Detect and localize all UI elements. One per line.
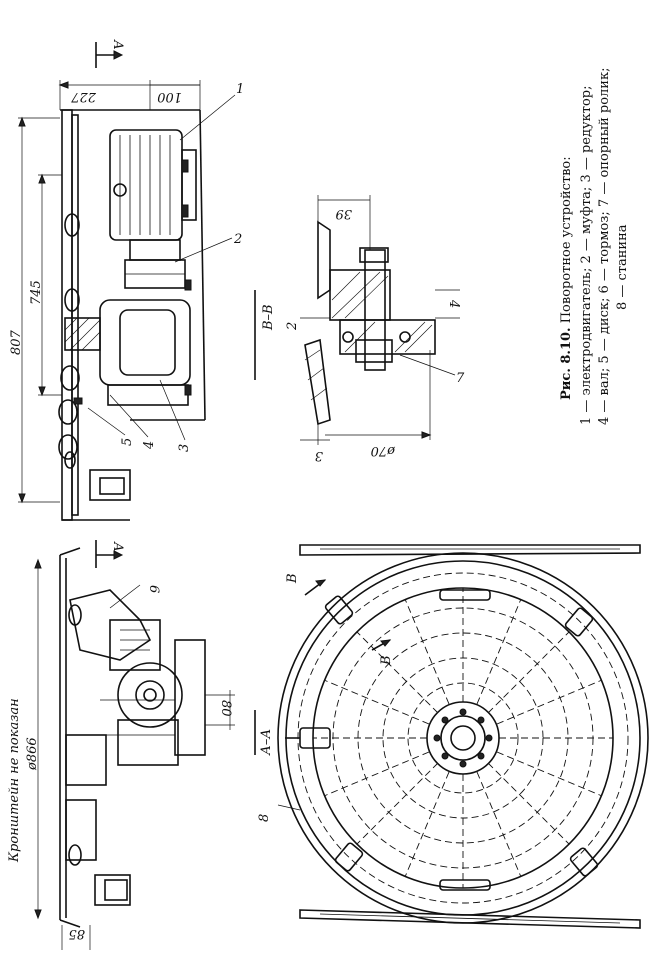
label-4: 4 (142, 441, 157, 450)
coupling (124, 239, 186, 289)
dimension-745: 745 (29, 173, 62, 397)
dimension-39: 39 (335, 206, 352, 221)
section-b-b-title: В–В (261, 304, 276, 331)
radial-ribs (313, 588, 613, 888)
drive-assembly-view: 1 2 3 4 5 А 227 100 807 (9, 39, 244, 521)
label-8: 8 (257, 814, 272, 822)
electric-motor (109, 129, 197, 241)
section-b-arrow-2: В (379, 655, 394, 666)
label-3: 3 (177, 444, 192, 452)
label-7: 7 (456, 371, 465, 386)
svg-text:227: 227 (70, 89, 97, 104)
dimension-80: 80 (218, 700, 233, 717)
note-bracket: Кронштейн не показан (7, 698, 22, 863)
caption-line-4: 8 — станина (615, 224, 630, 310)
brake (65, 589, 206, 786)
svg-text:745: 745 (29, 280, 44, 305)
section-b-b-view: В–В 39 2 4 (254, 195, 465, 463)
label-2: 2 (233, 232, 242, 247)
label-1: 1 (236, 82, 244, 97)
caption-line-3: 4 — вал; 5 — диск; 6 — тормоз; 7 — опорн… (597, 68, 612, 425)
caption-line-2: 1 — электродвигатель; 2 — муфта; 3 — ред… (579, 86, 594, 426)
gearbox (99, 299, 191, 406)
section-a-top: А (110, 39, 125, 50)
hub (433, 708, 493, 768)
label-6: 6 (146, 585, 161, 593)
shaft (64, 317, 101, 351)
dimension-070: ø70 (371, 443, 396, 458)
disc (58, 213, 80, 469)
dimension-4: 4 (446, 299, 461, 308)
dimension-2: 2 (285, 322, 300, 331)
support-rollers (324, 589, 599, 891)
figure-caption: Рис. 8.10. Поворотное устройство: 1 — эл… (559, 68, 630, 425)
label-5: 5 (120, 438, 135, 446)
section-a-bottom: А (110, 541, 125, 552)
section-a-a-title: А–А (259, 729, 274, 756)
svg-text:807: 807 (9, 329, 24, 355)
dimension-807: 807 (9, 116, 60, 504)
dimension-866: ø866 (25, 737, 40, 771)
dimension-3: 3 (315, 448, 323, 463)
section-b-arrow-1: В (285, 573, 300, 584)
svg-text:100: 100 (157, 89, 182, 104)
caption-title: Рис. 8.10. Поворотное устройство: (559, 156, 574, 400)
dimension-85: 85 (68, 926, 85, 941)
turntable-plan-view: В В 8 (257, 544, 649, 929)
dimension-100: 100 (149, 80, 201, 110)
brake-side-view: 6 А ø866 Кронштейн не показан 80 А–А 85 (7, 540, 274, 950)
